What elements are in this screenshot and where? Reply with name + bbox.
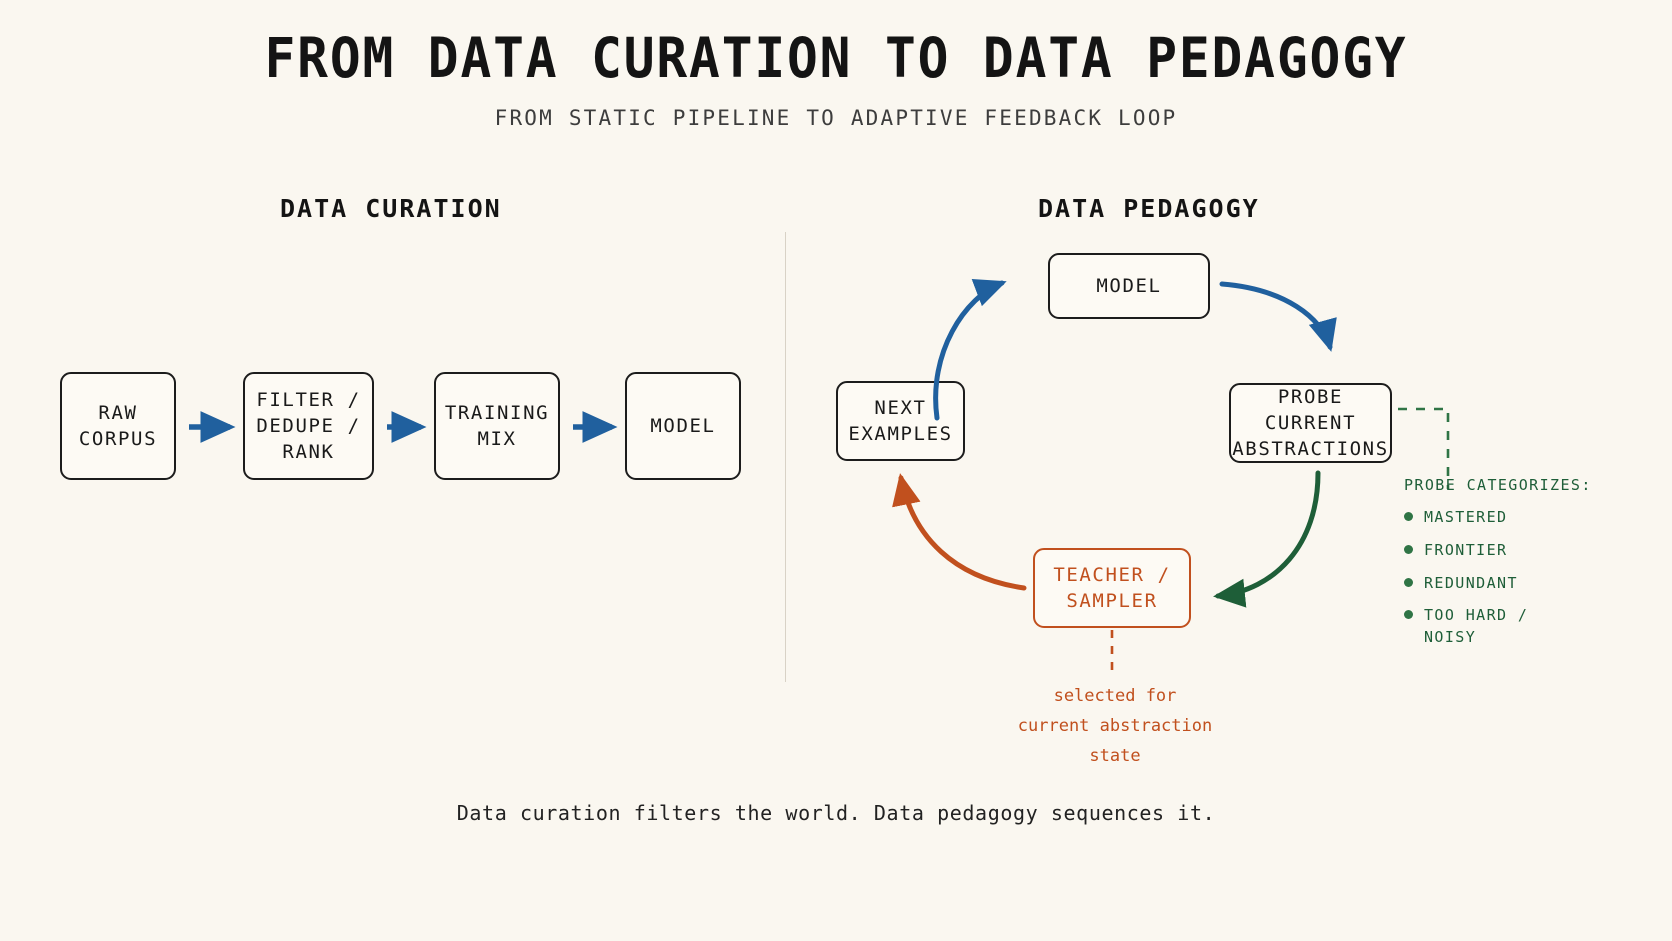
node-probe-current-abstractions: PROBE CURRENT ABSTRACTIONS <box>1229 383 1392 463</box>
teacher-sampler-caption: selected for current abstraction state <box>1017 686 1213 766</box>
legend-item-label: FRONTIER <box>1424 540 1508 559</box>
legend-item-label: TOO HARD / NOISY <box>1424 606 1529 646</box>
cycle-arrow-teacher-to-next-examples <box>892 473 1027 591</box>
legend-item-redundant: REDUNDANT <box>1404 573 1592 595</box>
legend-title: PROBE CATEGORIZES: <box>1404 476 1592 494</box>
bullet-dot-icon <box>1404 544 1413 554</box>
probe-legend: PROBE CATEGORIZES: MASTERED FRONTIER RED… <box>1404 476 1592 660</box>
node-raw-corpus: RAW CORPUS <box>60 372 176 480</box>
legend-item-label: MASTERED <box>1424 508 1508 526</box>
page-subtitle: FROM STATIC PIPELINE TO ADAPTIVE FEEDBAC… <box>494 106 1178 130</box>
node-teacher-sampler: TEACHER / SAMPLER <box>1033 548 1191 628</box>
node-model-curation: MODEL <box>625 372 741 480</box>
cycle-arrow-model-to-probe <box>1219 281 1337 352</box>
bullet-dot-icon <box>1404 610 1413 620</box>
bullet-dot-icon <box>1404 512 1413 521</box>
cycle-arrow-probe-to-teacher <box>1213 470 1321 608</box>
section-divider <box>785 232 786 682</box>
node-training-mix: TRAINING MIX <box>434 372 560 480</box>
legend-item-frontier: FRONTIER <box>1404 540 1592 562</box>
section-heading-data-curation: DATA CURATION <box>280 194 502 223</box>
section-heading-data-pedagogy: DATA PEDAGOGY <box>1038 194 1260 223</box>
footer-caption: Data curation filters the world. Data pe… <box>456 801 1216 825</box>
legend-item-too-hard-noisy: TOO HARD / NOISY <box>1404 605 1592 649</box>
node-model-pedagogy: MODEL <box>1048 253 1210 319</box>
node-filter-dedupe-rank: FILTER / DEDUPE / RANK <box>243 372 374 480</box>
legend-item-mastered: MASTERED <box>1404 507 1592 529</box>
legend-item-label: REDUNDANT <box>1424 573 1518 592</box>
bullet-dot-icon <box>1404 577 1413 587</box>
page-title: FROM DATA CURATION TO DATA PEDAGOGY <box>264 26 1408 90</box>
node-next-examples: NEXT EXAMPLES <box>836 381 965 461</box>
